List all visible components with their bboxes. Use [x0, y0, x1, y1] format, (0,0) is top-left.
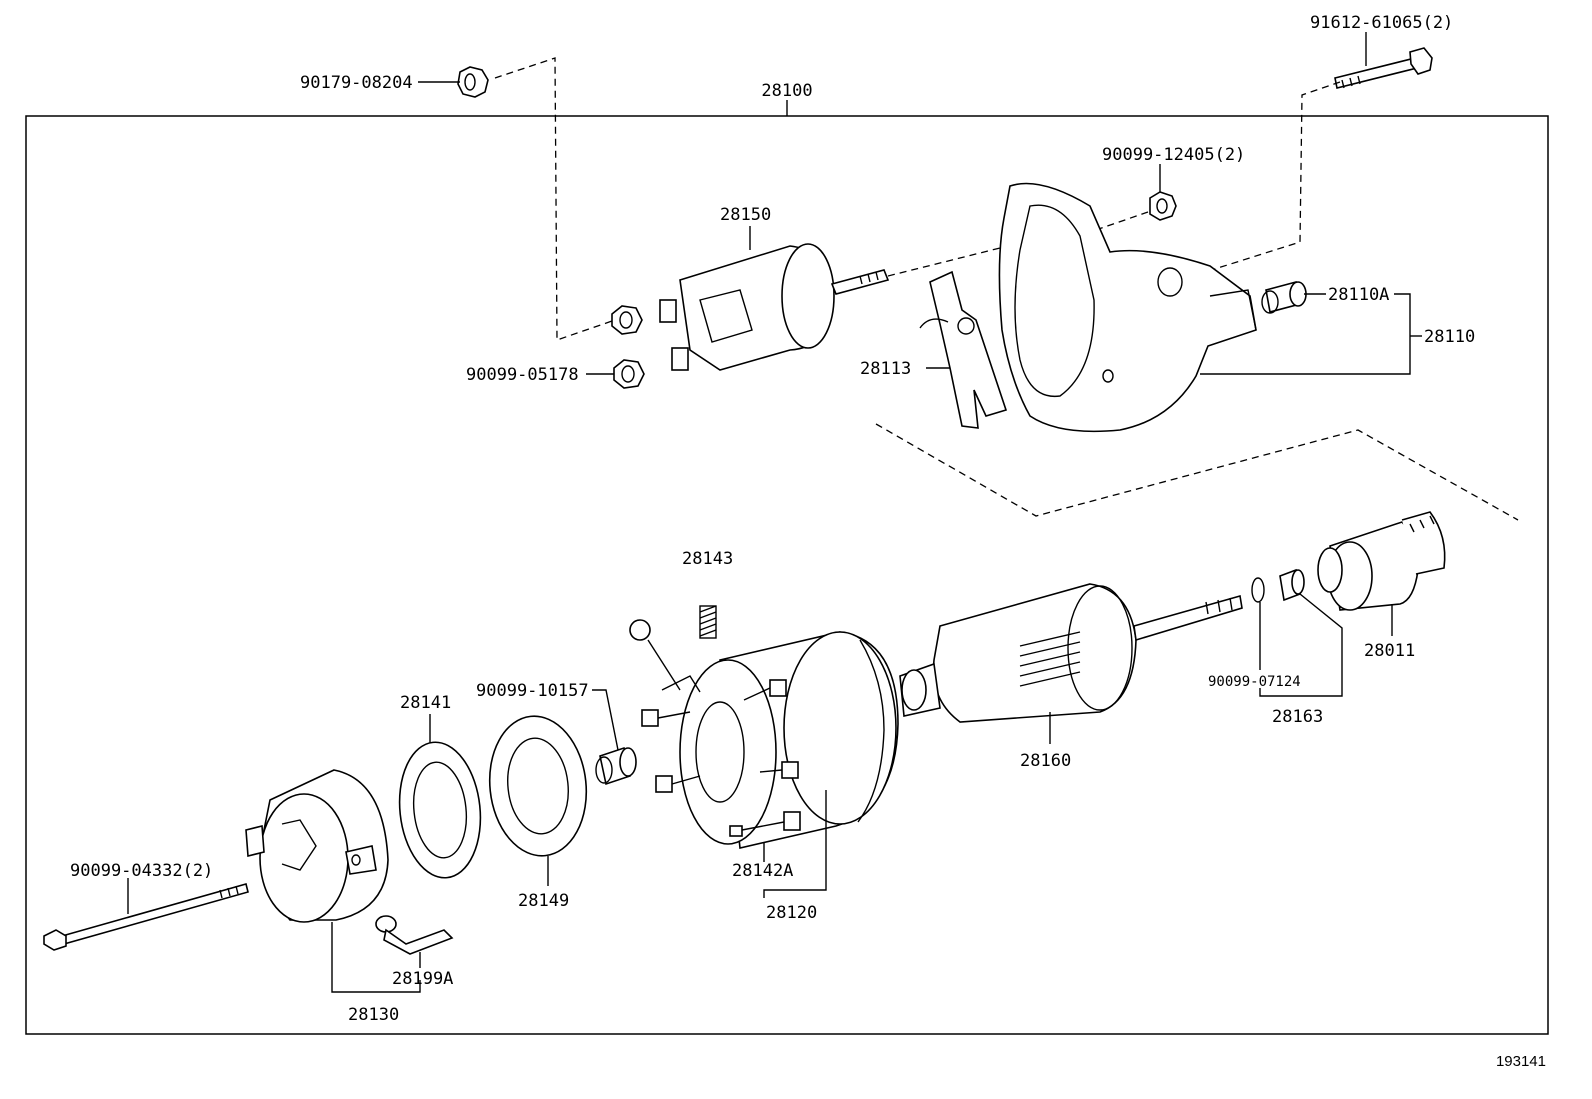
label-28113[interactable]: 28113 — [860, 359, 911, 379]
label-90099-10157[interactable]: 90099-10157 — [476, 681, 589, 701]
label-90099-04332[interactable]: 90099-04332(2) — [70, 861, 213, 881]
label-90099-05178[interactable]: 90099-05178 — [466, 365, 579, 385]
snap-ring-90099-07124[interactable] — [1251, 577, 1265, 603]
pinion-clutch-28011[interactable] — [1317, 511, 1446, 611]
label-28141[interactable]: 28141 — [400, 693, 451, 713]
brush-holder-28120[interactable] — [629, 619, 799, 845]
label-28142A[interactable]: 28142A — [732, 861, 793, 881]
bearing-90099-10157[interactable] — [595, 746, 637, 786]
nut-90099-05178-lower[interactable] — [613, 359, 645, 389]
end-frame-28130[interactable] — [245, 769, 389, 923]
nut-90099-12405[interactable] — [1149, 191, 1177, 221]
label-90099-07124[interactable]: 90099-07124 — [1208, 674, 1301, 690]
label-90099-12405[interactable]: 90099-12405(2) — [1102, 145, 1245, 165]
label-28150[interactable]: 28150 — [720, 205, 771, 225]
through-bolt-90099-04332[interactable] — [43, 883, 249, 951]
label-28160[interactable]: 28160 — [1020, 751, 1071, 771]
brush-28142A[interactable] — [729, 811, 801, 837]
label-28163[interactable]: 28163 — [1272, 707, 1323, 727]
armature-28160[interactable] — [899, 583, 1243, 723]
nut-90099-05178-upper[interactable] — [611, 305, 643, 335]
bolt-91612-61065[interactable] — [1334, 47, 1433, 89]
drive-housing-28110[interactable] — [998, 182, 1257, 433]
drive-lever-28113[interactable] — [919, 270, 1008, 429]
label-28199A[interactable]: 28199A — [392, 969, 453, 989]
bushing-28110A[interactable] — [1261, 281, 1307, 314]
plate-28141[interactable] — [393, 738, 487, 882]
label-28110[interactable]: 28110 — [1424, 327, 1475, 347]
label-28100[interactable]: 28100 — [761, 81, 812, 101]
label-90179-08204[interactable]: 90179-08204 — [300, 73, 413, 93]
solenoid-28150[interactable] — [659, 243, 890, 371]
label-28143[interactable]: 28143 — [682, 549, 733, 569]
figure-number: 193141 — [1496, 1053, 1546, 1070]
nut-90179-08204[interactable] — [457, 66, 489, 98]
label-28110A[interactable]: 28110A — [1328, 285, 1389, 305]
label-28149[interactable]: 28149 — [518, 891, 569, 911]
label-28011[interactable]: 28011 — [1364, 641, 1415, 661]
stop-collar-28163[interactable] — [1279, 568, 1305, 602]
label-91612-61065[interactable]: 91612-61065(2) — [1310, 13, 1453, 33]
seal-28149[interactable] — [483, 711, 593, 860]
tube-28199A[interactable] — [375, 915, 454, 955]
label-28120[interactable]: 28120 — [766, 903, 817, 923]
brush-spring-28143[interactable] — [699, 605, 717, 639]
label-28130[interactable]: 28130 — [348, 1005, 399, 1025]
